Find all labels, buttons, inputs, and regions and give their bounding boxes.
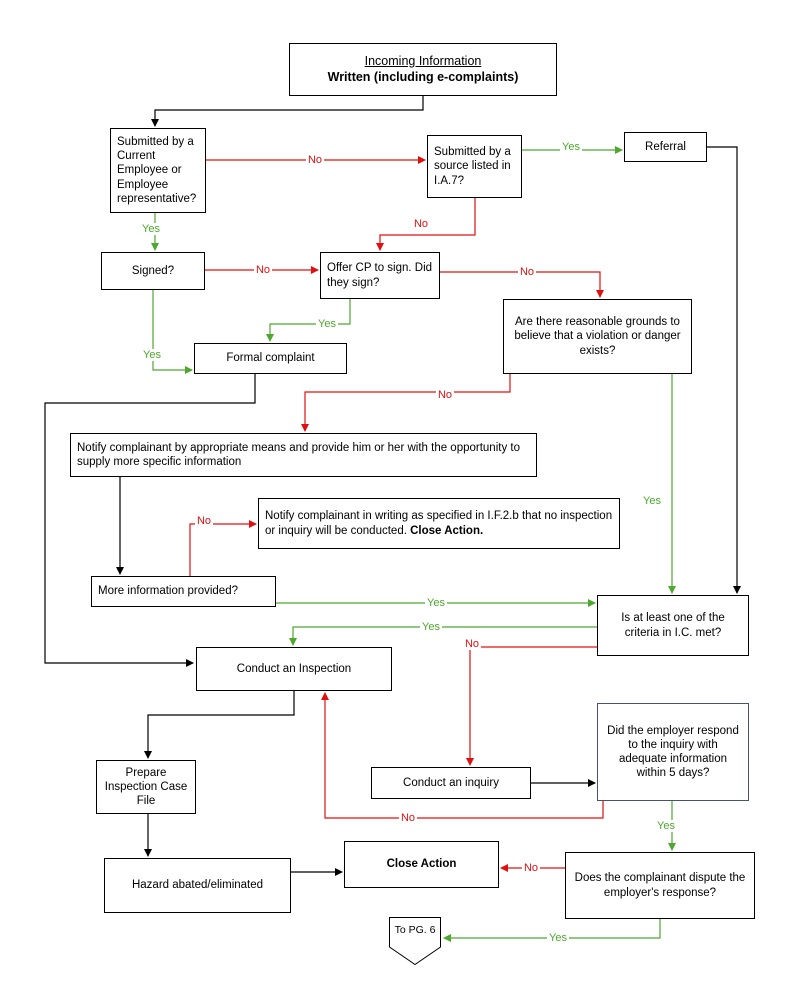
label-yes-criteria-to-inspection: Yes [420,620,442,634]
node-notify-in-writing: Notify complainant in writing as specifi… [258,498,620,549]
employer-respond-label: Did the employer respond to the inquiry … [607,724,739,780]
edge-no-employer-to-inspection [321,692,604,819]
incoming-title-line2: Written (including e-complaints) [327,70,519,84]
node-prepare-case-file: Prepare Inspection Case File [96,760,196,814]
complainant-dispute-label: Does the complainant dispute the employe… [574,872,746,899]
node-incoming-information: Incoming Information Written (including … [289,43,557,96]
edge-no-source-to-offer [376,198,476,251]
label-yes-dispute-to-pg6: Yes [547,931,569,945]
node-conduct-inspection: Conduct an Inspection [196,647,392,691]
incoming-title-line1: Incoming Information [364,53,482,68]
notify-in-writing-text: Notify complainant in writing as specifi… [265,509,613,537]
node-hazard-abated: Hazard abated/eliminated [104,858,291,913]
node-criteria-met: Is at least one of the criteria in I.C. … [597,595,749,656]
label-yes-signed-to-formal: Yes [141,348,163,362]
edge-yes-criteria-to-inspection [289,626,597,646]
notify-in-writing-body: Notify complainant in writing as specifi… [265,510,613,537]
edge-no-criteria-to-inquiry [466,646,597,766]
label-no-employer-to-inspection: No [398,811,418,825]
edge-yes-signed-to-formal [152,290,193,374]
edge-yes-offer-to-formal [266,299,351,342]
node-submitted-by-source: Submitted by a source listed in I.A.7? [427,135,522,198]
edge-conduct-inspection-to-prepare-file [144,691,295,759]
label-no-grounds-to-notify: No [435,388,455,402]
label-no-source-to-offer: No [411,217,431,231]
reasonable-grounds-label: Are there reasonable grounds to believe … [514,316,681,357]
label-yes-source-to-referral: Yes [560,140,582,154]
node-complainant-dispute: Does the complainant dispute the employe… [565,852,755,919]
label-yes-employer-to-dispute: Yes [655,819,677,833]
label-no-signed-to-offer: No [253,263,273,277]
label-yes-employee-to-signed: Yes [140,222,162,236]
edge-referral-to-criteria [707,146,741,594]
node-to-pg6-connector: To PG. 6 [389,917,441,966]
hazard-abated-label: Hazard abated/eliminated [131,879,264,892]
to-pg6-label: To PG. 6 [394,924,436,936]
label-yes-grounds-to-criteria: Yes [641,494,663,508]
edge-no-grounds-to-notify-means [301,374,511,432]
node-referral: Referral [624,132,707,162]
edge-incoming-to-submitted-employee [151,96,424,127]
node-conduct-inquiry: Conduct an inquiry [371,767,531,799]
submitted-by-source-label: Submitted by a source listed in I.A.7? [434,146,511,187]
edge-no-offer-to-grounds [440,271,604,298]
formal-complaint-label: Formal complaint [226,352,315,365]
node-more-information: More information provided? [91,576,276,607]
notify-by-means-label: Notify complainant by appropriate means … [77,441,520,468]
criteria-met-label: Is at least one of the criteria in I.C. … [621,612,725,639]
edge-no-more-info-to-notify-writing [189,520,257,576]
node-close-action: Close Action [344,841,499,888]
conduct-inquiry-label: Conduct an inquiry [403,776,499,789]
label-no-offer-to-grounds: No [517,265,537,279]
node-employer-respond: Did the employer respond to the inquiry … [597,703,749,801]
label-yes-more-info-to-criteria: Yes [425,596,447,610]
signed-label: Signed? [131,264,175,277]
label-no-more-info-to-writing: No [194,514,214,528]
node-notify-by-means: Notify complainant by appropriate means … [70,433,537,477]
edge-yes-dispute-to-pg6 [443,919,661,942]
node-formal-complaint: Formal complaint [194,343,347,374]
node-offer-cp-to-sign: Offer CP to sign. Did they sign? [320,252,440,299]
offer-cp-label: Offer CP to sign. Did they sign? [327,262,433,289]
label-no-employee-to-source: No [305,153,325,167]
notify-in-writing-close-action: Close Action. [410,524,484,537]
label-yes-offer-to-formal: Yes [316,317,338,331]
node-reasonable-grounds: Are there reasonable grounds to believe … [503,299,692,374]
node-signed: Signed? [101,252,205,290]
edge-formal-complaint-to-conduct-inspection [44,374,256,667]
off-page-pentagon-shape [389,917,441,966]
prepare-case-file-label: Prepare Inspection Case File [104,766,188,807]
label-no-criteria-to-inquiry: No [462,637,482,651]
submitted-by-employee-label: Submitted by a Current Employee or Emplo… [117,136,197,205]
node-submitted-by-employee: Submitted by a Current Employee or Emplo… [110,128,206,213]
more-information-label: More information provided? [98,585,238,598]
referral-label: Referral [645,140,686,153]
close-action-label: Close Action [386,858,457,871]
conduct-inspection-label: Conduct an Inspection [236,662,352,675]
label-no-dispute-to-close: No [521,861,541,875]
